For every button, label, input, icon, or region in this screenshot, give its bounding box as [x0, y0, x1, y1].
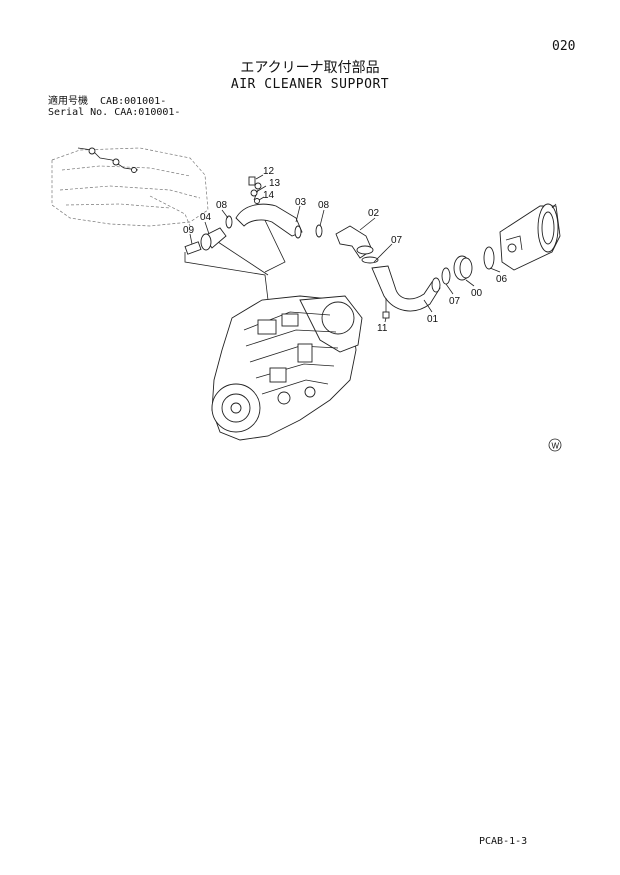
callout-00: 00 — [471, 288, 483, 299]
callout-07-upper: 07 — [391, 235, 403, 246]
air-cleaner-housing — [499, 203, 561, 271]
cab-frame-sketch — [51, 147, 209, 227]
title-japanese: エアクリーナ取付部品 — [240, 60, 380, 76]
callout-08-left: 08 — [216, 200, 228, 211]
part-03-elbow — [235, 182, 303, 239]
serial-line-japanese: 適用号機 CAB:001001- — [48, 96, 167, 107]
page-number: 020 — [552, 39, 576, 54]
part-01-pipe — [371, 265, 441, 319]
rings-group — [441, 246, 495, 285]
callout-03: 03 — [295, 197, 307, 208]
leader-lines — [184, 213, 286, 301]
callout-01: 01 — [427, 314, 439, 325]
callout-02: 02 — [368, 208, 380, 219]
callout-14: 14 — [263, 190, 275, 201]
bolt-stack — [248, 176, 260, 204]
callout-08-right: 08 — [318, 200, 330, 211]
part-04-hose — [184, 215, 233, 255]
callout-06: 06 — [496, 274, 508, 285]
callout-12: 12 — [263, 166, 275, 177]
title-english: AIR CLEANER SUPPORT — [230, 77, 390, 92]
band-08 — [315, 224, 323, 238]
callout-09: 09 — [183, 225, 195, 236]
circled-w-mark: W — [548, 438, 562, 452]
callout-leaders — [189, 174, 501, 323]
callout-11: 11 — [377, 323, 388, 334]
callout-07-lower: 07 — [449, 296, 461, 307]
engine-assembly — [211, 295, 363, 441]
callout-labels: 12 13 14 03 08 02 07 04 08 09 01 11 07 0… — [183, 166, 508, 334]
mark-letter: W — [552, 442, 560, 451]
serial-line-english: Serial No. CAA:010001- — [48, 107, 181, 118]
footer-code: PCAB-1-3 — [479, 836, 528, 847]
callout-04: 04 — [200, 212, 212, 223]
callout-13: 13 — [269, 178, 281, 189]
part-02-elbow — [335, 225, 379, 264]
